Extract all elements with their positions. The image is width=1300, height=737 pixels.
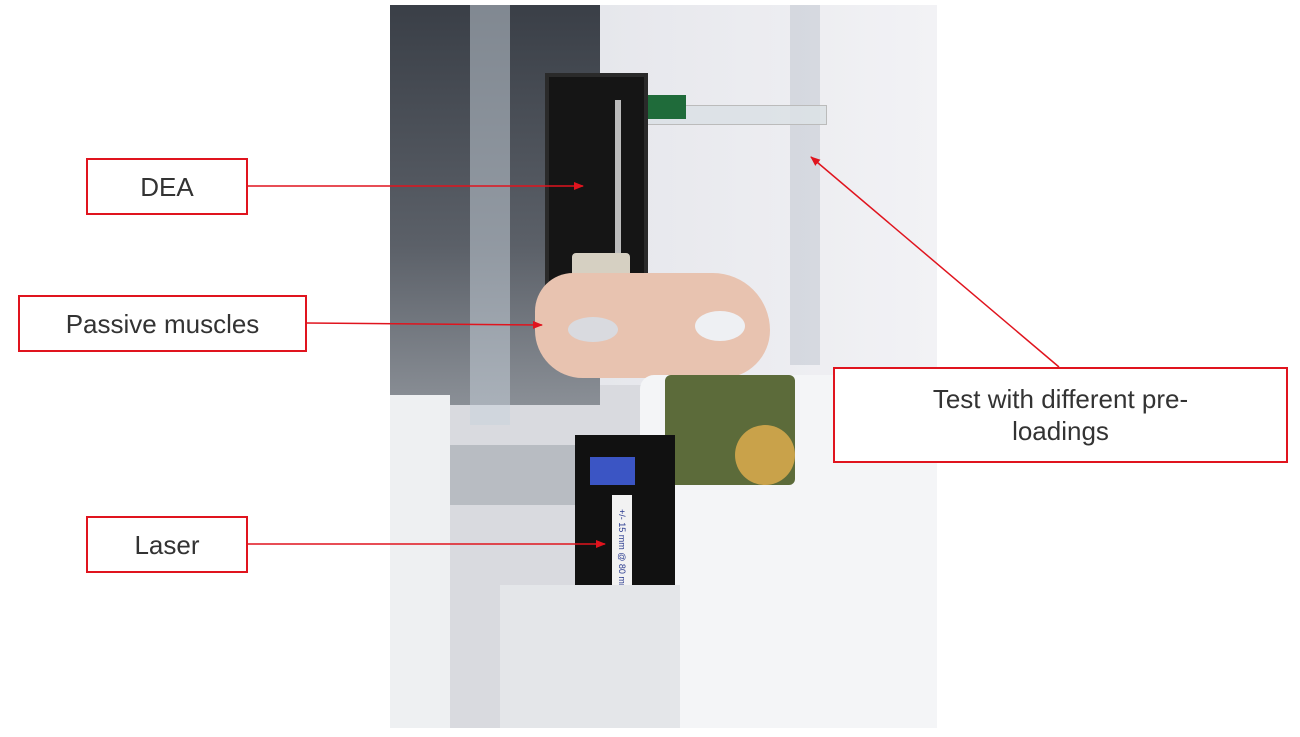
dea-label-text: DEA [140, 171, 194, 202]
acrylic-post-left [470, 5, 510, 425]
preload-label-text: Test with different pre-loadings [932, 384, 1189, 446]
dea-label: DEA [86, 158, 248, 215]
dea-rod [615, 100, 621, 260]
lower-box [500, 585, 680, 728]
vise-knob [735, 425, 795, 485]
table-white-box-left [390, 395, 450, 728]
acrylic-post-right [790, 5, 820, 365]
laser-label: +/- 15 mm @ 80 mm [612, 495, 632, 605]
preload-arrow [810, 156, 1060, 368]
passive-label-text: Passive muscles [65, 308, 260, 339]
binder-clip [648, 95, 686, 119]
mask-eye-right [695, 311, 745, 341]
preload-label: Test with different pre-loadings [833, 367, 1288, 463]
experimental-setup-photo: +/- 15 mm @ 80 mm [390, 5, 937, 728]
laser-callout-label: Laser [86, 516, 248, 573]
laser-callout-text: Laser [134, 529, 200, 560]
laser-range-text: +/- 15 mm @ 80 mm [617, 508, 627, 592]
laser-display [590, 457, 635, 485]
passive-arrow [305, 320, 543, 329]
mask-eye-left [568, 317, 618, 342]
passive-muscles-label: Passive muscles [18, 295, 307, 352]
